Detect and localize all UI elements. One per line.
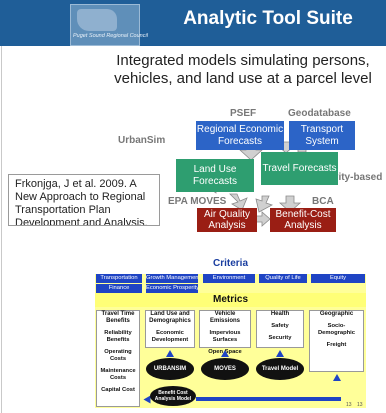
label-psef: PSEF	[230, 108, 257, 119]
metric-column-health: Health Safety Security	[256, 310, 304, 348]
criteria-title: Criteria	[212, 258, 248, 269]
box-transport-system: Transport System	[289, 121, 355, 150]
metric-header: Geographic	[319, 311, 354, 317]
oval-moves: MOVES	[201, 358, 249, 380]
arrow-up-travel-model	[276, 350, 284, 357]
arrow-up-geographic	[333, 374, 341, 381]
metric-item: Impervious Surfaces	[209, 330, 241, 343]
metrics-title: Metrics	[95, 293, 366, 307]
label-bca: BCA	[312, 196, 334, 207]
subtitle-line-1: Integrated models simulating persons,	[116, 52, 370, 69]
label-activity-based: Activity-based	[314, 172, 383, 183]
arrow-up-moves	[221, 350, 229, 357]
criteria-economic-prosperity: Economic Prosperity	[146, 284, 198, 293]
logo-text: Puget Sound Regional Council	[73, 33, 148, 39]
psrc-logo: Puget Sound Regional Council	[70, 4, 148, 46]
box-air-quality-analysis: Air Quality Analysis	[197, 208, 257, 232]
metric-item: Capital Cost	[101, 387, 135, 393]
criteria-finance: Finance	[96, 284, 142, 293]
metric-header: Health	[270, 311, 290, 317]
metric-item: Operating Costs	[104, 349, 132, 362]
metric-item: Safety	[271, 323, 289, 329]
arrow-travel-to-bca	[278, 195, 302, 213]
washington-map-icon	[77, 9, 117, 31]
metric-header: Travel Time Benefits	[101, 311, 135, 324]
criteria-quality-of-life: Quality of Life	[259, 274, 307, 283]
criteria-growth-management: Growth Management	[146, 274, 198, 283]
page-number-b: 13	[357, 402, 363, 408]
arrow-up-urbansim	[166, 350, 174, 357]
header-bar	[0, 0, 386, 46]
metric-item: Reliability Benefits	[104, 330, 132, 343]
connector-bar	[196, 397, 341, 401]
metric-item: Socio-Demographic	[317, 323, 356, 336]
metric-item: Freight	[326, 342, 347, 348]
box-travel-forecasts: Travel Forecasts	[261, 152, 338, 185]
arrow-travel-to-air	[255, 195, 274, 213]
label-geodatabase: Geodatabase	[288, 108, 351, 119]
metric-item: Economic Development	[151, 330, 189, 343]
criteria-environment: Environment	[203, 274, 255, 283]
oval-urbansim: URBANSIM	[146, 358, 194, 380]
label-epa-moves: EPA MOVES	[168, 196, 227, 207]
subtitle-line-2: vehicles, and land use at a parcel level	[114, 70, 372, 87]
criteria-equity: Equity	[311, 274, 365, 283]
citation-box: Frkonjga, J et al. 2009. A New Approach …	[8, 174, 160, 226]
metric-column-vehicle-emissions: Vehicle Emissions Impervious Surfaces Op…	[199, 310, 251, 355]
box-regional-economic-forecasts: Regional Economic Forecasts	[196, 121, 284, 150]
page-number-a: 13	[346, 402, 352, 408]
box-benefit-cost-analysis: Benefit-Cost Analysis	[270, 208, 336, 232]
metric-header: Vehicle Emissions	[209, 311, 240, 324]
metric-item: Security	[268, 335, 292, 341]
left-divider	[1, 46, 2, 413]
metric-column-land-use: Land Use and Demographics Economic Devel…	[145, 310, 195, 348]
metric-column-travel: Travel Time Benefits Reliability Benefit…	[96, 310, 140, 407]
oval-travel-model: Travel Model	[256, 358, 304, 380]
metric-header: Land Use and Demographics	[149, 311, 191, 324]
oval-benefit-cost-model: Benefit Cost Analysis Model	[150, 386, 196, 406]
metric-column-geographic: Geographic Socio-Demographic Freight	[309, 310, 364, 372]
metric-item: Maintenance Costs	[100, 368, 136, 381]
box-land-use-forecasts: Land Use Forecasts	[176, 159, 254, 192]
arrow-landuse-to-air	[229, 193, 248, 211]
slide-title: Analytic Tool Suite	[183, 8, 353, 29]
criteria-transportation: Transportation	[96, 274, 142, 283]
label-urbansim: UrbanSim	[118, 135, 166, 146]
